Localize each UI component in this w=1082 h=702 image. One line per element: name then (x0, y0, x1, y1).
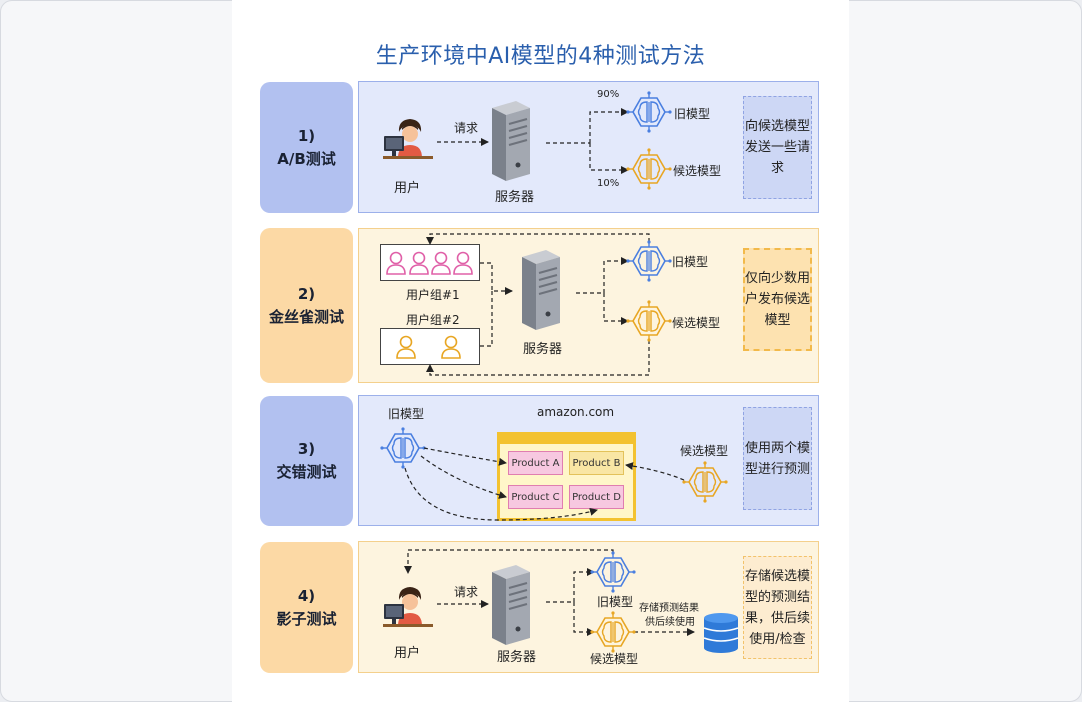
candidate-model-brain-icon (625, 147, 673, 191)
label-number: 2) (297, 284, 316, 303)
diagram-title: 生产环境中AI模型的4种测试方法 (375, 44, 706, 69)
arrowhead (505, 287, 513, 295)
old-model-brain-icon (625, 90, 673, 134)
request-label: 请求 (454, 121, 479, 135)
user-label: 用户 (394, 181, 421, 196)
server-label: 服务器 (497, 650, 537, 665)
old-model-brain-icon (625, 239, 673, 283)
server-icon (521, 249, 561, 331)
candidate-model-label: 候选模型 (673, 164, 722, 178)
label-interleaved-testing: 3) 交错测试 (260, 396, 353, 526)
old-model-brain-icon (589, 550, 637, 594)
candidate-model-label: 候选模型 (672, 316, 721, 330)
candidate-model-label: 候选模型 (590, 652, 639, 666)
arrowhead (621, 257, 629, 265)
candidate-model-brain-icon (625, 299, 673, 343)
arrowhead (426, 237, 434, 245)
note-ab-testing: 向候选模型发送一些请求 (743, 96, 812, 199)
group2-to-server-arrow (480, 291, 493, 347)
pct-new-label: 10% (597, 178, 620, 189)
user-pink-icon (409, 251, 429, 275)
candidate-model-brain-icon (681, 460, 729, 504)
old-to-product-a-arrow (423, 447, 507, 466)
note-interleaved-testing: 使用两个模型进行预测 (743, 407, 812, 510)
group1-label: 用户组#1 (406, 288, 460, 302)
user-pink-icon (386, 251, 406, 275)
website-window-titlebar (500, 435, 633, 444)
group2-label: 用户组#2 (406, 313, 460, 327)
user-pink-icon (431, 251, 451, 275)
user-icon (383, 587, 433, 627)
label-name: 金丝雀测试 (268, 307, 344, 326)
pct-old-label: 90% (597, 89, 620, 100)
label-number: 4) (297, 586, 316, 605)
old-model-label: 旧模型 (597, 595, 634, 609)
split-arrows (546, 111, 628, 171)
request-label: 请求 (454, 585, 479, 599)
store-label-line2: 供后续使用 (645, 617, 695, 628)
arrowhead (404, 566, 412, 574)
candidate-to-product-b-arrow (625, 462, 685, 481)
arrowhead (621, 317, 629, 325)
label-number: 1) (297, 126, 316, 145)
panel-ab-testing (358, 81, 819, 213)
server-label: 服务器 (495, 190, 535, 205)
product-a-card: Product A (508, 451, 563, 475)
old-to-product-d-arrow (404, 467, 598, 521)
user-label: 用户 (394, 646, 421, 661)
old-model-label: 旧模型 (672, 255, 709, 269)
label-name: A/B测试 (277, 149, 336, 168)
server-icon (491, 100, 531, 182)
old-model-brain-icon (379, 426, 427, 470)
label-shadow-testing: 4) 影子测试 (260, 542, 353, 673)
candidate-model-label: 候选模型 (680, 444, 729, 458)
user-pink-icon (453, 251, 473, 275)
server-split-arrows (576, 260, 628, 322)
database-icon (703, 613, 739, 653)
server-icon (491, 564, 531, 646)
label-name: 交错测试 (276, 463, 337, 481)
candidate-model-brain-icon (589, 610, 637, 654)
old-model-return-arrow (429, 233, 650, 243)
store-label-line1: 存储预测结果 (639, 603, 699, 614)
old-model-label: 旧模型 (674, 107, 711, 121)
user-yellow-icon (441, 335, 461, 359)
product-c-card: Product C (508, 485, 563, 509)
arrowhead (621, 108, 629, 116)
note-canary-testing: 仅向少数用户发布候选模型 (743, 248, 812, 351)
old-to-product-c-arrow (420, 455, 507, 499)
server-label: 服务器 (523, 342, 563, 357)
user-group-1-box (380, 244, 480, 281)
arrowhead (621, 166, 629, 174)
site-label: amazon.com (537, 405, 615, 419)
old-model-return-arrow (407, 549, 614, 570)
label-name: 影子测试 (276, 609, 337, 628)
label-ab-testing: 1) A/B测试 (260, 82, 353, 213)
label-canary-testing: 2) 金丝雀测试 (260, 228, 353, 383)
old-model-label: 旧模型 (388, 407, 425, 421)
user-yellow-icon (396, 335, 416, 359)
user-icon (383, 119, 433, 159)
user-group-2-box (380, 328, 480, 365)
label-number: 3) (297, 440, 316, 458)
candidate-model-return-arrow (429, 340, 650, 376)
arrowhead (426, 364, 434, 372)
panel-shadow-testing (358, 541, 819, 673)
group1-to-server-arrow (480, 262, 512, 292)
server-split-arrows (546, 571, 594, 633)
product-b-card: Product B (569, 451, 624, 475)
note-shadow-testing: 存储候选模型的预测结果，供后续使用/检查 (743, 556, 812, 659)
